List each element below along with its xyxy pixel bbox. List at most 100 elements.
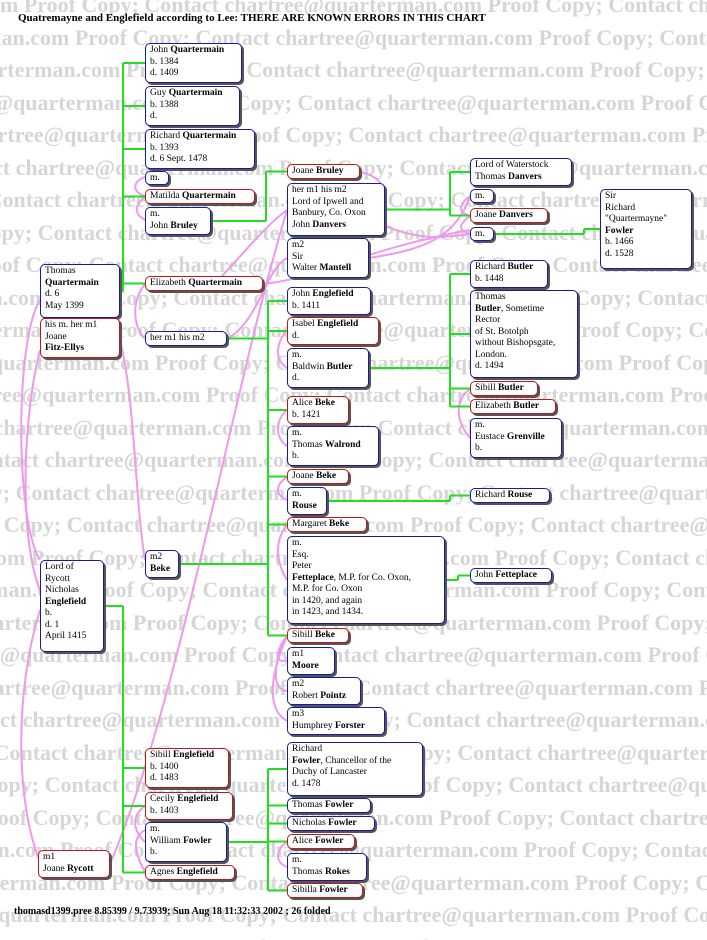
name-text: Alice [292,398,315,408]
name-text: Thomas [292,800,325,810]
person-box-sibillbeke[interactable]: Sibill Beke [287,628,349,643]
person-box-mrouse[interactable]: m.Rouse [287,487,327,515]
watermark-line: Proof Copy; Contact chartree@quarterman.… [0,0,707,17]
surname: Butler [475,303,501,314]
person-line: Lord of [45,562,99,574]
person-box-m_td[interactable]: m. [470,189,494,203]
name-text: Walter [292,263,320,273]
person-line: Guy Quartermain [150,88,235,100]
person-line: m. [475,229,489,241]
person-line: d. 1494 [475,361,573,373]
name-text: Thomas [292,439,325,450]
name-text: Baldwin [292,361,327,372]
name-text: John [292,289,313,299]
person-line: Joane [45,332,115,344]
person-line: m. [150,173,164,185]
name-text: m. [475,420,485,430]
person-line: "Quartermayne" [605,214,687,226]
name-text: Isabel [292,319,318,329]
person-box-richardrouse[interactable]: Richard Rouse [470,488,550,503]
name-text: d. 1528 [605,248,634,259]
person-box-johnfetteplace[interactable]: John Fetteplace [470,568,552,583]
person-box-thomasfowler[interactable]: Thomas Fowler [287,798,371,813]
name-text: Sibill [475,383,498,393]
person-line: d. [292,331,374,343]
person-box-margaretbeke[interactable]: Margaret Beke [287,517,367,532]
person-line: b. 1421 [292,410,344,422]
person-box-elizabethbutler[interactable]: Elizabeth Butler [470,399,556,414]
person-box-elizabethq[interactable]: Elizabeth Quartermain [145,276,263,291]
person-line: her m1 his m2 [150,333,222,345]
person-line: Rector [475,315,573,327]
name-text: b. 1448 [475,273,504,284]
name-text: Richard [475,262,508,272]
person-line: m. [150,824,222,836]
person-line: Robert Pointz [292,691,356,703]
person-box-johnbruley[interactable]: m.John Bruley [145,207,211,235]
marriage-line [384,225,471,238]
name-text: in 1420, and again [292,595,363,606]
name-text: Rycott [45,573,70,584]
person-line: April 1415 [45,631,99,643]
person-box-hermhism2[interactable]: her m1 his m2 [145,331,227,346]
name-text: Richard [292,744,323,754]
person-box-alicefowler[interactable]: Alice Fowler [287,834,355,849]
person-line: Butler, Sometime [475,304,573,316]
surname: Quartermain [188,278,243,288]
name-text: d. [292,330,300,341]
person-box-agnes[interactable]: Agnes Englefield [145,865,235,880]
person-box-joanebeke[interactable]: Joane Beke [287,469,349,484]
person-line: Sibill Englefield [150,750,224,762]
person-box-joanedanvers[interactable]: Joane Danvers [470,208,548,223]
person-box-joanebruley[interactable]: Joane Bruley [287,164,360,179]
person-box-rokes[interactable]: m.Thomas Rokes [287,853,367,881]
name-text: m. [292,538,302,548]
person-box-m_rq[interactable]: m. [145,171,169,185]
name-text: b. 1411 [292,300,321,311]
person-line: Richard Butler [475,262,543,274]
name-text: Banbury, Co. Oxon [292,208,366,218]
person-line: Esq. [292,550,440,562]
person-box-sibillbutler[interactable]: Sibill Butler [470,381,538,396]
person-box-nicholasfowler[interactable]: Nicholas Fowler [287,816,375,831]
person-box-sibillafowler[interactable]: Sibilla Fowler [287,883,363,898]
name-text: m2 [292,679,305,689]
person-line: m. [292,538,440,550]
surname: Quartermain [181,191,236,201]
person-line: Rycott [45,574,99,586]
person-box-matildaq[interactable]: Matilda Quartermain [145,189,255,204]
person-line: b. 1448 [475,274,543,286]
person-line: m2 [292,679,356,691]
person-box-m_jd[interactable]: m. [470,227,494,241]
marriage-line [457,388,471,439]
watermark-line: Proof Copy; Contact chartree@quarterman.… [0,902,707,927]
